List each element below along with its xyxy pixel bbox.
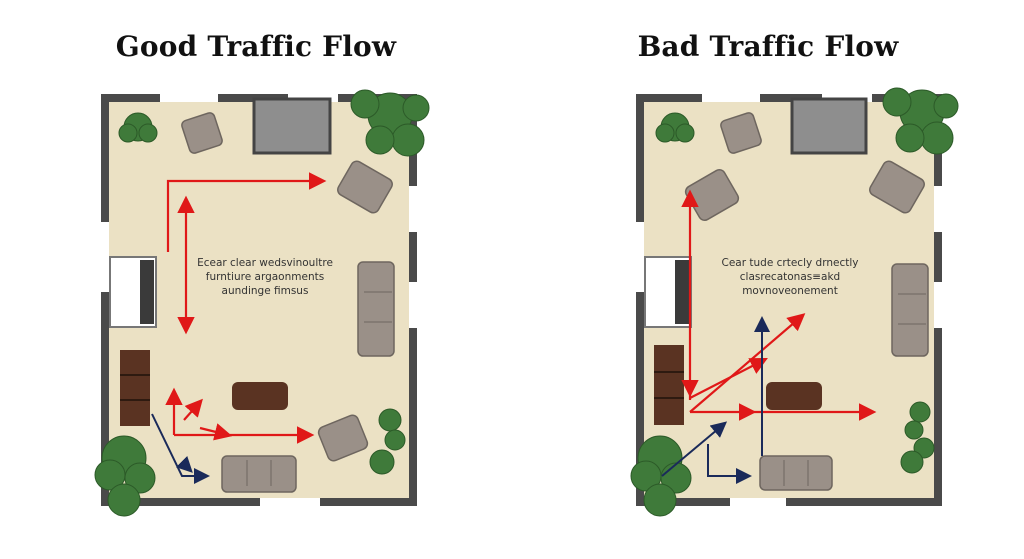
bad-flow-title: Bad Traffic Flow <box>637 30 899 63</box>
window <box>702 94 760 102</box>
plant <box>655 112 695 143</box>
plant <box>882 87 959 155</box>
traffic-path-good <box>165 172 327 444</box>
plant <box>118 112 158 143</box>
bookshelf <box>120 350 150 426</box>
window <box>934 186 942 232</box>
armchair <box>317 414 369 462</box>
note-line: Cear tude crtecly drnectly <box>721 257 859 269</box>
fireplace <box>252 97 332 155</box>
window <box>101 222 109 292</box>
window <box>730 498 786 506</box>
window <box>260 498 320 506</box>
note-line: clasrecatonas≡akd <box>739 271 841 283</box>
coffee-table <box>232 382 288 410</box>
armchair <box>337 160 393 214</box>
plant <box>369 408 406 475</box>
good-flow-title: Good Traffic Flow <box>115 30 397 63</box>
window <box>409 186 417 232</box>
note-line: movnoveonement <box>742 285 838 297</box>
tv-screen <box>140 260 154 324</box>
good-flow-panel: Good Traffic Flow <box>94 30 430 517</box>
traffic-path-bad <box>681 189 877 421</box>
window <box>409 282 417 328</box>
armchair <box>181 112 223 154</box>
good-floor-plan <box>94 89 430 517</box>
note-line: aundinge fimsus <box>221 285 309 297</box>
tv-screen <box>675 260 689 324</box>
sofa-bottom <box>221 455 297 493</box>
fireplace <box>790 97 868 155</box>
alt-path-good <box>151 413 210 484</box>
bookshelf <box>654 345 684 425</box>
bad-flow-panel: Bad Traffic Flow <box>512 0 1024 559</box>
alt-path-bad <box>661 316 770 484</box>
window <box>934 282 942 328</box>
armchair <box>720 112 762 154</box>
good-flow-note: Ecear clear wedsvinoultre furntiure arga… <box>190 256 340 298</box>
window <box>636 222 644 292</box>
armchair <box>869 160 925 214</box>
window <box>160 94 218 102</box>
note-line: Ecear clear wedsvinoultre <box>197 257 333 269</box>
coffee-table <box>766 382 822 410</box>
bad-floor-plan <box>630 87 959 517</box>
sofa-right <box>891 263 929 357</box>
sofa-right <box>357 261 395 357</box>
bad-flow-note: Cear tude crtecly drnectly clasrecatonas… <box>710 256 870 298</box>
plant <box>94 435 156 517</box>
note-line: furntiure argaonments <box>205 271 325 283</box>
plant <box>350 89 430 157</box>
sofa-bottom <box>759 455 833 491</box>
plant <box>900 401 935 474</box>
